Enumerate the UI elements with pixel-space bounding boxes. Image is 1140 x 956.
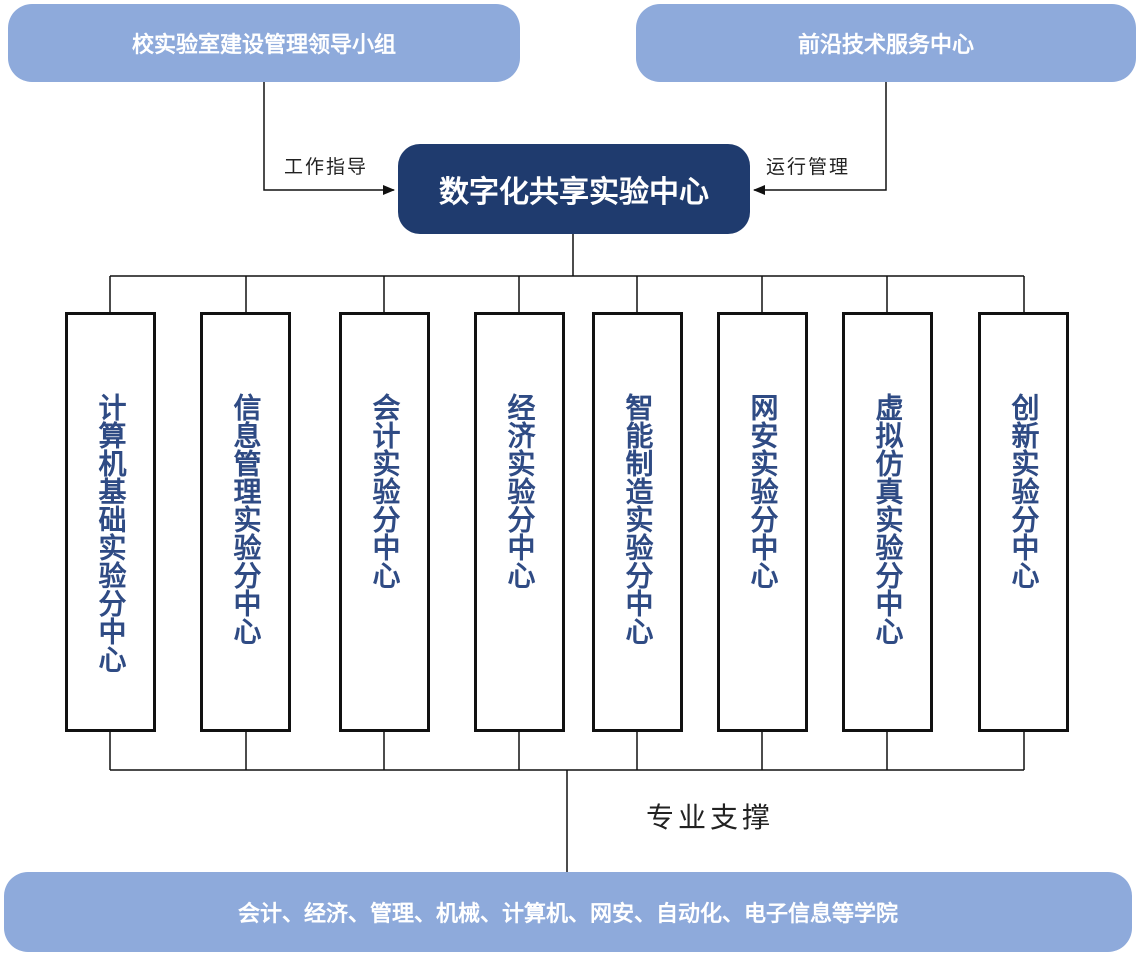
sub-center-computer-basics: 计算机基础实验分中心 [65, 312, 156, 732]
sub-center-label: 计算机基础实验分中心 [94, 393, 128, 673]
sub-center-smart-manufacturing: 智能制造实验分中心 [592, 312, 683, 732]
colleges-box: 会计、经济、管理、机械、计算机、网安、自动化、电子信息等学院 [4, 872, 1132, 952]
leadership-group-box: 校实验室建设管理领导小组 [8, 4, 520, 82]
sub-center-innovation: 创新实验分中心 [978, 312, 1069, 732]
operations-arrow [753, 82, 887, 195]
tech-service-center-label: 前沿技术服务中心 [797, 33, 974, 58]
sub-center-label: 创新实验分中心 [1007, 393, 1041, 589]
guidance-label: 工作指导 [284, 156, 369, 178]
digital-shared-lab-center-box: 数字化共享实验中心 [398, 144, 750, 234]
sub-center-accounting: 会计实验分中心 [339, 312, 430, 732]
guidance-arrow [263, 82, 395, 195]
sub-center-label: 网安实验分中心 [746, 393, 780, 589]
sub-center-cyber-security: 网安实验分中心 [717, 312, 808, 732]
colleges-label: 会计、经济、管理、机械、计算机、网安、自动化、电子信息等学院 [237, 902, 898, 927]
operations-label: 运行管理 [766, 156, 851, 178]
sub-center-virtual-simulation: 虚拟仿真实验分中心 [842, 312, 933, 732]
leadership-group-label: 校实验室建设管理领导小组 [131, 33, 396, 58]
sub-center-economics: 经济实验分中心 [474, 312, 565, 732]
sub-center-label: 会计实验分中心 [368, 393, 402, 589]
sub-center-label: 虚拟仿真实验分中心 [871, 393, 905, 645]
digital-shared-lab-center-label: 数字化共享实验中心 [439, 175, 709, 210]
sub-center-label: 智能制造实验分中心 [621, 393, 655, 645]
sub-center-info-management: 信息管理实验分中心 [200, 312, 291, 732]
professional-support-label: 专业支撑 [646, 801, 775, 834]
sub-center-connectors [109, 276, 1025, 770]
tech-service-center-box: 前沿技术服务中心 [636, 4, 1136, 82]
sub-center-label: 信息管理实验分中心 [229, 393, 263, 645]
sub-center-label: 经济实验分中心 [503, 393, 537, 589]
